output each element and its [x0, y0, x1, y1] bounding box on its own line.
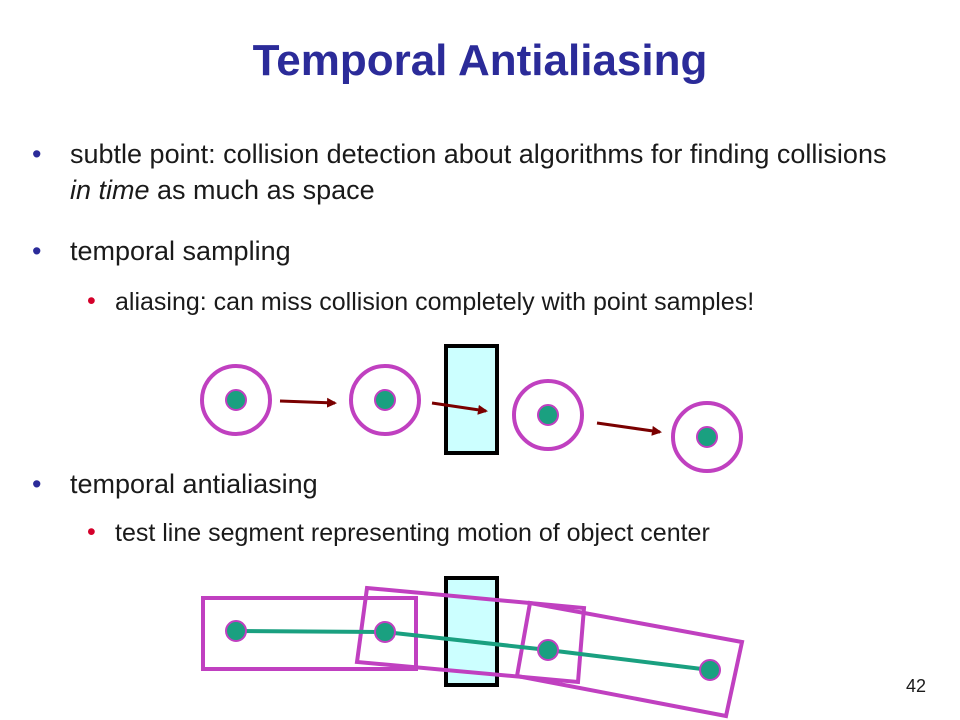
- object-center-dot: [374, 621, 396, 643]
- obstacle-wall: [444, 344, 499, 455]
- bullet-text: temporal sampling: [70, 236, 291, 266]
- object-center-dot: [225, 620, 247, 642]
- swept-box: [514, 600, 745, 719]
- subbullet-text: test line segment representing motion of…: [115, 519, 710, 547]
- bullet-temporal-sampling: • temporal sampling: [32, 233, 900, 269]
- sub-bullet-marker: •: [87, 287, 96, 315]
- bullet-marker: •: [32, 469, 42, 499]
- bullet-marker: •: [32, 139, 42, 169]
- sub-bullet-marker: •: [87, 518, 96, 546]
- subbullet-line-segment: • test line segment representing motion …: [87, 517, 875, 550]
- bullet-text: temporal antialiasing: [70, 469, 318, 499]
- motion-line-segment: [235, 629, 711, 672]
- bullet-text: subtle point: collision detection about …: [70, 139, 887, 169]
- bullet-marker: •: [32, 236, 42, 266]
- object-circle: [200, 364, 272, 436]
- object-center-dot: [537, 639, 559, 661]
- object-circle: [671, 401, 743, 473]
- motion-arrow: [279, 397, 337, 408]
- bullet-emphasis: in time: [70, 175, 150, 205]
- object-center-dot: [699, 659, 721, 681]
- subbullet-text: aliasing: can miss collision completely …: [115, 288, 755, 316]
- object-center-dot: [537, 404, 559, 426]
- object-center-dot: [225, 389, 247, 411]
- object-center-dot: [696, 426, 718, 448]
- bullet-text-end: as much as space: [149, 175, 375, 205]
- motion-arrow: [596, 421, 662, 436]
- slide-title: Temporal Antialiasing: [252, 36, 708, 85]
- motion-arrow: [431, 401, 488, 415]
- point-sample-diagram: [200, 344, 743, 473]
- object-center-dot: [374, 389, 396, 411]
- subbullet-aliasing: • aliasing: can miss collision completel…: [87, 286, 875, 319]
- swept-box: [354, 585, 587, 685]
- object-circle: [512, 379, 584, 451]
- bullet-temporal-antialiasing: • temporal antialiasing: [32, 466, 900, 502]
- swept-volume-diagram: [201, 576, 745, 719]
- object-circle: [349, 364, 421, 436]
- page-number: 42: [905, 676, 926, 696]
- bullet-collision-detection: • subtle point: collision detection abou…: [32, 136, 900, 208]
